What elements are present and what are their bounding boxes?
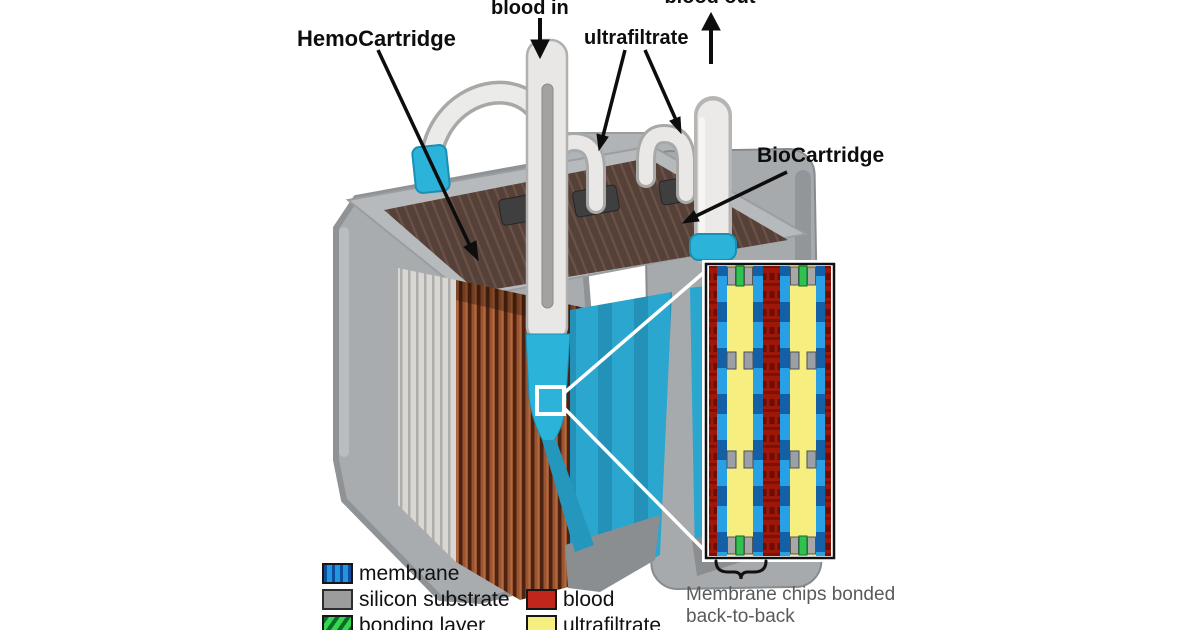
blood-swatch-icon [526, 589, 557, 610]
blood-out-clamp [689, 233, 737, 261]
membrane-swatch-icon [322, 563, 353, 584]
ultrafiltrate-right-arrowhead [669, 116, 682, 135]
annotation-arrows [376, 11, 788, 262]
hemocartridge-label: HemoCartridge [297, 26, 456, 51]
hemocartridge-pointer-line [376, 49, 472, 247]
hemocartridge-arrowhead [463, 240, 479, 262]
biocartridge-pointer-line [695, 170, 788, 218]
blood-in-connector [525, 38, 594, 552]
inset-caption-line1: Membrane chips bonded [686, 584, 896, 605]
blood-in-label: blood in [491, 0, 569, 19]
inset-brace [714, 559, 768, 580]
blood-in-arrowhead [530, 39, 550, 60]
legend-bonding-layer-label: bonding layer [359, 614, 486, 630]
blood-channel [709, 266, 717, 556]
blood-channel-center [763, 266, 780, 556]
silicon-substrate-swatch-icon [322, 589, 353, 610]
ultrafiltrate-port-tubes [636, 123, 696, 204]
legend-membrane-label: membrane [359, 562, 460, 585]
zoom-callout [535, 266, 711, 557]
cross-section-inset [702, 260, 838, 562]
ultrafiltrate-label: ultrafiltrate [584, 27, 689, 49]
legend-blood-label: blood [563, 588, 615, 611]
silicon-bonding-blocks [726, 265, 817, 556]
biocartridge-arrowhead [681, 210, 700, 224]
ultrafiltrate-left-line [601, 49, 627, 137]
ultrafiltrate-channel [727, 266, 753, 556]
legend-ultrafiltrate-label: ultrafiltrate [563, 614, 662, 630]
blood-out-arrowhead [701, 11, 721, 31]
legend-silicon-substrate-label: silicon substrate [359, 588, 510, 611]
membrane-layer [717, 266, 727, 556]
ultrafiltrate-left-arrowhead [596, 133, 609, 152]
inset-caption-line2: back-to-back [686, 606, 795, 627]
blood-out-label: blood out [640, 0, 780, 9]
bonding-layer-swatch-icon [322, 615, 353, 630]
ultrafiltrate-swatch-icon [526, 615, 557, 630]
loop-tube-clamp [411, 144, 451, 194]
blood-out-tube [689, 96, 737, 269]
ultrafiltrate-right-line [643, 49, 678, 121]
biocartridge-label: BioCartridge [757, 144, 885, 167]
zoom-source-square [535, 385, 566, 416]
